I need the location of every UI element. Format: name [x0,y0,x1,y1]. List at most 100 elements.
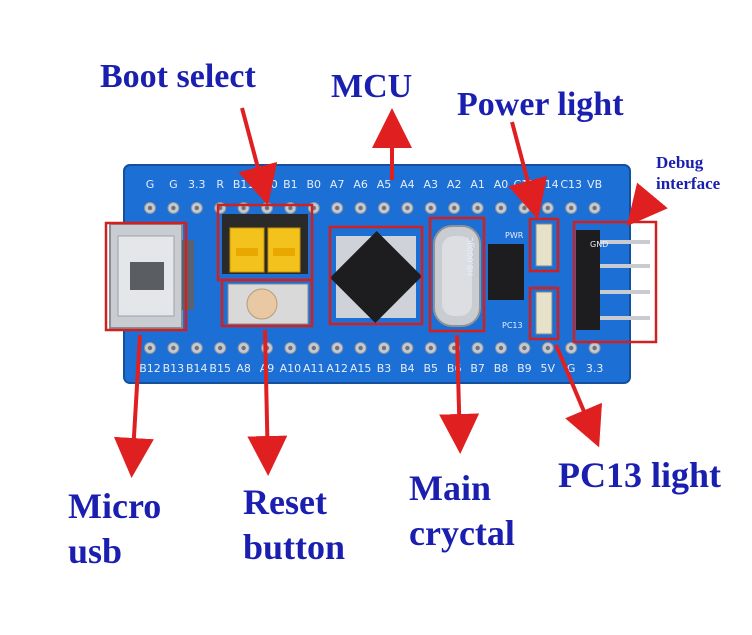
label-debug-line2: interface [656,174,721,194]
pin-hole-center [592,345,597,351]
crystal-marking: H8.000JJC [466,236,475,276]
pc13-marking: PC13 [502,321,523,330]
pin-label: C15 [514,178,536,191]
pin-hole-center [592,205,597,211]
pin-label: B7 [470,362,485,375]
bottom-pin-holes [144,342,601,354]
pin-label: A6 [353,178,368,191]
pin-hole-center [241,205,246,211]
pin-label: B14 [186,362,208,375]
arrow-boot-select [238,107,278,206]
pin-hole-center [545,345,550,351]
pin-label: A15 [350,362,372,375]
pin-hole-center [147,345,153,351]
pwr-marking: PWR [505,231,524,240]
pin-label: B8 [494,362,509,375]
highlight-reset [220,278,314,328]
pin-hole-center [194,205,199,211]
pin-label: 3.3 [188,178,206,191]
pin-hole-center [194,345,199,351]
debug-header: GND [576,230,650,330]
label-main-crystal: Main cryctal [409,466,515,556]
pin-hole-center [358,345,363,351]
pin-hole-center [288,205,293,211]
pin-hole-center [264,205,270,211]
main-crystal: H8.000JJC [433,225,481,327]
arrow-debug [626,182,668,227]
reset-button [227,283,309,325]
label-boot-select: Boot select [100,58,256,95]
highlight-micro-usb [104,221,188,332]
pin-hole-center [171,205,176,211]
pin-label: B3 [377,362,392,375]
callout-arrows [113,107,668,478]
arrow-power-light [508,121,548,220]
label-micro-line2: usb [68,531,123,571]
pin-label: A11 [303,362,325,375]
pin-label: A10 [280,362,302,375]
pin-label: R [216,178,224,191]
pin-hole-center [545,205,550,211]
label-debug-interface: Debug interface [656,152,720,195]
highlight-crystal [428,216,486,333]
pin-hole-center [335,345,340,351]
pin-hole-center [358,205,363,211]
pin-label: B9 [517,362,532,375]
pin-label: A8 [236,362,251,375]
pin-hole-center [475,205,480,211]
pin-label: G [146,178,155,191]
pin-hole-center [569,345,574,351]
pin-label: B4 [400,362,415,375]
pin-label: B15 [209,362,231,375]
pin-hole-center [498,205,504,211]
debug-pin-marking: GND [590,240,608,249]
pin-label: 5V [541,362,556,375]
pin-hole-center [381,205,387,211]
pin-hole-center [241,345,246,351]
pin-hole-center [335,205,340,211]
pin-hole-center [405,205,410,211]
pin-label: C13 [560,178,582,191]
arrow-reset [247,329,288,476]
pin-label: 3.3 [586,362,604,375]
pin-label: B0 [307,178,322,191]
arrow-crystal [439,334,480,454]
pin-label: A2 [447,178,462,191]
highlight-pc13-led [528,286,560,341]
label-mcu: MCU [331,68,413,105]
pin-label: G [169,178,178,191]
pin-hole-center [522,345,527,351]
pin-label: G [567,362,576,375]
pin-hole-center [498,345,504,351]
pin-hole-center [569,205,574,211]
pin-label: B11 [233,178,255,191]
label-micro-line1: Micro [68,486,162,526]
pin-label: A0 [494,178,509,191]
pin-hole-center [171,345,176,351]
label-reset-button: Reset button [243,480,345,570]
pin-hole-center [147,205,153,211]
label-micro-usb: Micro usb [68,484,161,574]
pin-hole-center [218,345,223,351]
pin-hole-center [405,345,410,351]
boot-jumpers [222,214,308,274]
pin-hole-center [311,345,316,351]
label-debug-line1: Debug [656,153,704,172]
power-led [535,223,553,267]
highlight-debug [572,220,658,344]
voltage-regulator [488,244,524,300]
pin-hole-center [381,345,387,351]
pin-label: A5 [377,178,392,191]
pin-label: VB [587,178,602,191]
pin-label: B1 [283,178,298,191]
label-power-light: Power light [457,86,624,123]
pin-label: A3 [424,178,439,191]
label-crystal-line2: cryctal [409,513,515,553]
mcu-chip [330,231,422,323]
pin-label: A4 [400,178,415,191]
pin-hole-center [522,205,527,211]
label-crystal-line1: Main [409,468,492,508]
pin-hole-center [475,345,480,351]
